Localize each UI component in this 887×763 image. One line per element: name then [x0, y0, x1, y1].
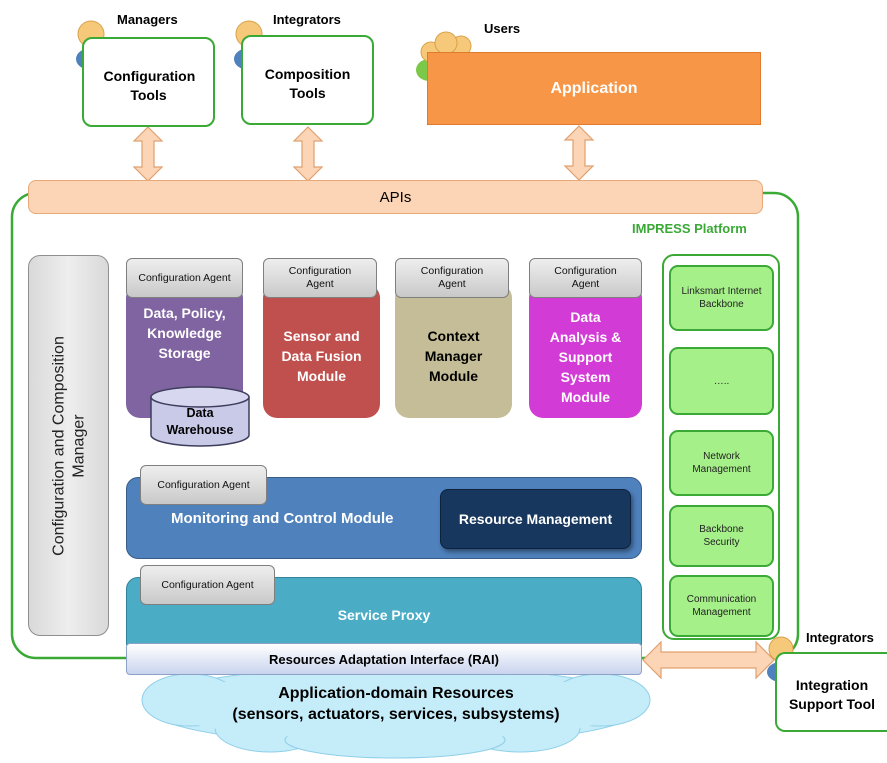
data-analysis-label: Data Analysis & Support System Module [549, 309, 622, 405]
api-arrows [132, 125, 775, 680]
backbone-item-security: Backbone Security [669, 505, 774, 567]
integration-support-tool-box: Integration Support Tool [775, 652, 887, 732]
service-proxy-label: Service Proxy [337, 607, 431, 623]
arrow-config-tools [132, 126, 164, 182]
resource-management-label: Resource Management [458, 511, 613, 527]
users-label: Users [484, 21, 521, 36]
sensor-fusion-config-agent: Configuration Agent [263, 258, 377, 298]
context-manager-label: Context Manager Module [424, 328, 483, 384]
data-analysis-module: Data Analysis & Support System Module [529, 284, 642, 418]
data-warehouse-label: Data Warehouse [166, 406, 234, 437]
impress-platform-label: IMPRESS Platform [632, 221, 747, 236]
resources-line1: Application-domain Resources [278, 685, 514, 702]
config-composition-manager-label: Configuration and Composition Manager [50, 336, 88, 556]
integrators-bottom-label: Integrators [806, 630, 874, 645]
managers-label: Managers [117, 12, 178, 27]
rai-label: Resources Adaptation Interface (RAI) [269, 651, 499, 667]
integration-support-tool-label: Integration Support Tool [788, 677, 876, 712]
application-label: Application [550, 79, 638, 97]
context-manager-module: Context Manager Module [395, 284, 512, 418]
composition-tools-label: Composition Tools [264, 66, 351, 101]
integrators-top-label: Integrators [273, 12, 341, 27]
resource-management-box: Resource Management [440, 489, 631, 549]
rai-bar: Resources Adaptation Interface (RAI) [126, 643, 642, 675]
backbone-item-ellipsis: ….. [669, 347, 774, 415]
cloud-core [155, 672, 635, 740]
backbone-item-linksmart: Linksmart Internet Backbone [669, 265, 774, 331]
config-composition-manager: Configuration and Composition Manager [28, 255, 109, 636]
service-proxy-config-agent: Configuration Agent [140, 565, 275, 605]
sensor-fusion-module: Sensor and Data Fusion Module [263, 284, 380, 418]
sensor-fusion-label: Sensor and Data Fusion Module [281, 328, 362, 384]
resources-line2: (sensors, actuators, services, subsystem… [232, 706, 560, 723]
apis-bar: APIs [28, 180, 763, 214]
arrow-application [563, 125, 595, 181]
configuration-tools-box: Configuration Tools [82, 37, 215, 127]
storage-module-label: Data, Policy, Knowledge Storage [143, 305, 226, 361]
backbone-item-network-management: Network Management [669, 430, 774, 496]
apis-label: APIs [379, 188, 412, 206]
context-manager-config-agent: Configuration Agent [395, 258, 509, 298]
composition-tools-box: Composition Tools [241, 35, 374, 125]
arrow-composition-tools [292, 126, 324, 182]
monitoring-config-agent: Configuration Agent [140, 465, 267, 505]
configuration-tools-label: Configuration Tools [103, 68, 196, 103]
arrow-integration [642, 640, 775, 680]
backbone-item-communication: Communication Management [669, 575, 774, 637]
monitoring-control-label: Monitoring and Control Module [171, 510, 394, 527]
application-box: Application [427, 52, 761, 125]
resources-text: Application-domain Resources (sensors, a… [196, 683, 596, 725]
storage-config-agent: Configuration Agent [126, 258, 243, 298]
data-warehouse-cylinder [150, 386, 250, 447]
data-analysis-config-agent: Configuration Agent [529, 258, 642, 298]
